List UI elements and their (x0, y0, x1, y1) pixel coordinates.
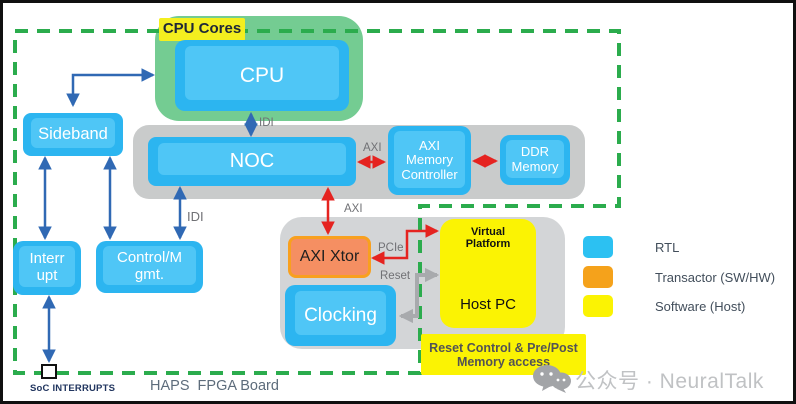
ddr-memory-line1: DDR (520, 144, 550, 160)
rtl-label: RTL (655, 239, 680, 255)
arrow-cpu-sideband (66, 68, 156, 108)
cpu-box: CPU (175, 40, 349, 111)
host-pc-label: Host PC (460, 296, 516, 314)
control-mgmt-line2: gmt. (134, 266, 165, 283)
clocking-label: Clocking (304, 304, 377, 326)
fpga-board-label: HAPS FPGA Board (150, 378, 279, 394)
idi-label-cpu-noc: IDI (259, 117, 274, 129)
ddr-memory-line2: Memory (511, 159, 559, 174)
axi-memory-controller-line3: Controller (401, 166, 458, 182)
soc-interrupts-label: SoC INTERRUPTS (30, 383, 116, 394)
axi-xtor-label: AXI Xtor (299, 248, 360, 266)
interrupt-box: Interr upt (13, 241, 81, 295)
sideband-box: Sideband (23, 113, 123, 156)
virtual-platform-box: Virtual Platform Host PC (440, 219, 536, 328)
wechat-icon (533, 365, 571, 393)
reset-control-line1: Reset Control & Pre/Post (429, 340, 578, 355)
legend-item-software: Software (Host) (583, 295, 745, 317)
reset-label: Reset (380, 270, 411, 282)
noc-box: NOC (148, 137, 356, 186)
cpu-cores-label-text: CPU Cores (162, 20, 242, 38)
ddr-memory-box: DDR Memory (500, 135, 570, 185)
sideband-label: Sideband (38, 125, 108, 144)
axi-label-noc-xtor: AXI (344, 203, 363, 215)
software-swatch (583, 295, 613, 317)
axi-memory-controller-line2: Memory (406, 152, 453, 168)
cpu-cores-label: CPU Cores (159, 18, 245, 41)
transactor-swatch (583, 266, 613, 288)
watermark-text: 公众号 · NeuralTalk (575, 370, 764, 393)
cpu-box-label: CPU (239, 63, 285, 87)
axi-xtor-box: AXI Xtor (288, 236, 371, 278)
software-label: Software (Host) (655, 298, 746, 314)
interrupt-line1: Interr (29, 250, 65, 268)
clocking-box: Clocking (285, 285, 396, 346)
control-mgmt-line1: Control/M (116, 249, 183, 267)
noc-box-label: NOC (229, 150, 275, 173)
rtl-swatch (583, 236, 613, 258)
soc-interrupt-pin (41, 364, 57, 379)
transactor-label: Transactor (SW/HW) (655, 269, 776, 285)
axi-label-noc-memctrl: AXI (363, 142, 382, 154)
virtual-platform-line2: Platform (465, 238, 511, 251)
interrupt-line2: upt (36, 267, 58, 284)
pcie-label: PCIe (378, 242, 404, 254)
control-mgmt-box: Control/M gmt. (96, 241, 203, 293)
axi-memory-controller-box: AXI Memory Controller (388, 126, 471, 195)
virtual-platform-line1: Virtual (470, 226, 506, 238)
axi-memory-controller-line1: AXI (419, 137, 440, 153)
legend-item-transactor: Transactor (SW/HW) (583, 266, 775, 288)
legend-item-rtl: RTL (583, 236, 679, 258)
idi-label-noc-control: IDI (187, 209, 204, 224)
